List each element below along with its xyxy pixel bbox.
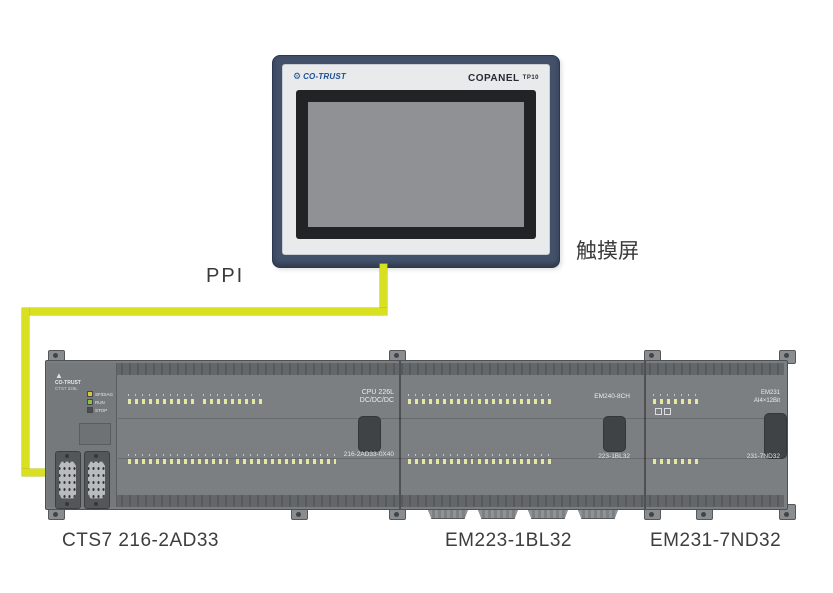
status-led-row: SF/DIAG <box>87 391 113 397</box>
db9-port-0 <box>55 451 81 509</box>
module2-face-text: EM240-8CH <box>594 393 630 400</box>
cpu-brand-text: CO-TRUST <box>55 380 81 386</box>
expansion-port-cover <box>358 416 381 452</box>
cpu-part-number: 216-2AD33-0X40 <box>343 451 394 458</box>
stop-led-icon <box>87 407 93 413</box>
io-led-row <box>653 459 701 464</box>
module3-part-number: 231-7ND32 <box>746 453 780 460</box>
caption-module3: EM231-7ND32 <box>650 530 782 551</box>
status-led-row: STOP <box>87 407 113 413</box>
expansion-port-cover <box>764 413 787 459</box>
cpu-face-line1: CPU 226L <box>361 389 394 396</box>
led-label: SF/DIAG <box>95 391 114 397</box>
module2-part-number: 223-1BL32 <box>598 453 630 460</box>
config-switch-icons <box>655 408 671 415</box>
ppi-cable-into-plc <box>22 469 55 476</box>
terminal-numbers <box>478 394 554 396</box>
cotrust-logo-icon: ⚙ <box>293 71 302 81</box>
module-seam <box>644 361 646 509</box>
terminal-numbers <box>128 394 198 396</box>
touch-screen <box>308 102 524 227</box>
led-label: RUN <box>95 399 105 405</box>
top-terminal-strip <box>49 363 784 375</box>
dip-switch-icon <box>664 408 671 415</box>
plc-assembly: ▲ CO-TRUST CTS7 226L SF/DIAG RUN STOP <box>45 350 796 527</box>
terminal-numbers <box>408 454 473 456</box>
ppi-label: PPI <box>206 265 245 287</box>
io-led-row <box>236 459 336 464</box>
ppi-cable-horizontal <box>22 308 387 315</box>
io-led-row <box>128 399 198 404</box>
sf-diag-led-icon <box>87 391 93 397</box>
plc-body: ▲ CO-TRUST CTS7 226L SF/DIAG RUN STOP <box>45 360 788 510</box>
bottom-terminal-strip <box>49 495 784 507</box>
terminal-numbers <box>128 454 228 456</box>
db9-connector-icon <box>88 461 105 499</box>
io-led-row <box>653 399 701 404</box>
cpu-face-text: CPU 226L DC/DC/DC <box>296 389 394 405</box>
caption-module2: EM223-1BL32 <box>445 530 572 551</box>
module3-face-line1: EM231 <box>760 390 780 396</box>
touchscreen-label: 触摸屏 <box>576 240 639 263</box>
ppi-cable-vertical-from-panel <box>380 264 387 315</box>
module3-face-text: EM231 AI4×12Bit <box>686 390 780 405</box>
terminal-numbers <box>203 394 263 396</box>
db9-connector-icon <box>59 461 76 499</box>
module-seam <box>399 361 401 509</box>
module3-face-line2: AI4×12Bit <box>753 397 780 404</box>
caption-cpu-module: CTS7 216-2AD33 <box>62 530 219 551</box>
io-led-row <box>478 459 554 464</box>
led-label: STOP <box>95 407 108 413</box>
io-led-row <box>408 459 473 464</box>
run-led-icon <box>87 399 93 405</box>
cpu-series-text: CTS7 226L <box>55 386 78 391</box>
terminal-numbers <box>408 394 473 396</box>
io-led-row <box>203 399 263 404</box>
brand-text: CO-TRUST <box>303 72 347 81</box>
dip-switch-icon <box>655 408 662 415</box>
ppi-cable-vertical-left <box>22 308 29 476</box>
cotrust-logo-icon: ▲ <box>55 371 63 380</box>
body-groove <box>118 418 783 419</box>
memory-card-slot <box>79 423 111 445</box>
io-led-row <box>128 459 228 464</box>
screen-bezel <box>296 90 536 239</box>
db9-port-1 <box>84 451 110 509</box>
cotrust-brand: ⚙ CO-TRUST <box>293 71 347 82</box>
expansion-port-cover <box>603 416 626 452</box>
cpu-face-line2: DC/DC/DC <box>359 397 394 404</box>
model-name: COPANEL <box>468 73 520 84</box>
io-led-row <box>408 399 473 404</box>
cpu-brand-block: ▲ CO-TRUST CTS7 226L <box>55 371 109 392</box>
cpu-status-leds: SF/DIAG RUN STOP <box>87 391 113 415</box>
model-suffix: TP10 <box>522 75 539 81</box>
status-led-row: RUN <box>87 399 113 405</box>
terminal-numbers <box>653 394 701 396</box>
terminal-numbers <box>236 454 336 456</box>
cpu-front-panel: ▲ CO-TRUST CTS7 226L SF/DIAG RUN STOP <box>47 363 117 509</box>
body-groove <box>118 458 783 459</box>
terminal-numbers <box>478 454 554 456</box>
io-led-row <box>478 399 554 404</box>
